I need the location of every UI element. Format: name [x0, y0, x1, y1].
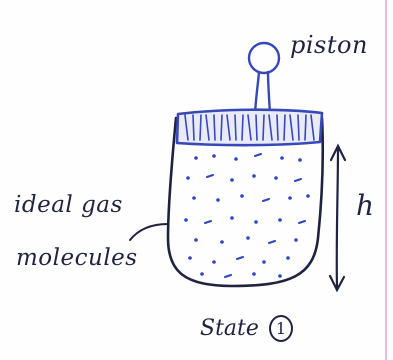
gas-molecule: [252, 272, 256, 276]
gas-molecule: [184, 218, 188, 222]
piston-label: piston: [290, 33, 368, 57]
gas-molecule: [286, 256, 290, 260]
gas-molecule: [212, 260, 216, 264]
gas-molecule: [306, 194, 310, 198]
gas-molecule: [194, 238, 198, 242]
gas-molecule: [246, 236, 250, 240]
gas-label-line1: ideal gas: [14, 194, 123, 217]
gas-molecule: [240, 194, 244, 198]
gas-molecule: [230, 178, 234, 182]
gas-molecule: [216, 198, 220, 202]
piston-handle: [249, 43, 279, 114]
gas-molecules: [184, 154, 310, 278]
gas-molecule: [220, 240, 224, 244]
state-number-badge: 1: [269, 315, 293, 342]
gas-molecule: [237, 257, 243, 259]
gas-molecule: [188, 256, 192, 260]
gas-molecule: [269, 241, 275, 243]
gas-molecule: [225, 275, 231, 277]
gas-molecule: [299, 221, 305, 223]
gas-molecule: [186, 176, 190, 180]
gas-molecule: [194, 156, 198, 160]
gas-molecule: [205, 221, 211, 223]
gas-molecule: [212, 154, 216, 158]
gas-molecule: [200, 272, 204, 276]
gas-molecule: [274, 176, 278, 180]
gas-molecule: [278, 218, 282, 222]
gas-molecule: [288, 196, 292, 200]
gas-molecule: [192, 196, 196, 200]
gas-molecule: [298, 158, 302, 162]
piston-head: [177, 110, 322, 145]
gas-molecule: [252, 174, 256, 178]
gas-label-line2: molecules: [16, 247, 138, 270]
gas-molecule: [254, 220, 258, 224]
gas-molecule: [294, 238, 298, 242]
gas-molecule: [278, 274, 282, 278]
gas-molecule: [263, 199, 269, 201]
label-pointer-arrow: [130, 224, 168, 240]
gas-molecule: [255, 154, 261, 156]
height-label: h: [356, 192, 374, 220]
state-label: State: [200, 318, 259, 340]
gas-molecule: [280, 156, 284, 160]
gas-molecule: [230, 216, 234, 220]
gas-molecule: [262, 260, 266, 264]
gas-molecule: [295, 179, 301, 181]
gas-molecule: [234, 157, 238, 161]
gas-molecule: [207, 175, 213, 177]
height-arrow: [330, 146, 345, 290]
